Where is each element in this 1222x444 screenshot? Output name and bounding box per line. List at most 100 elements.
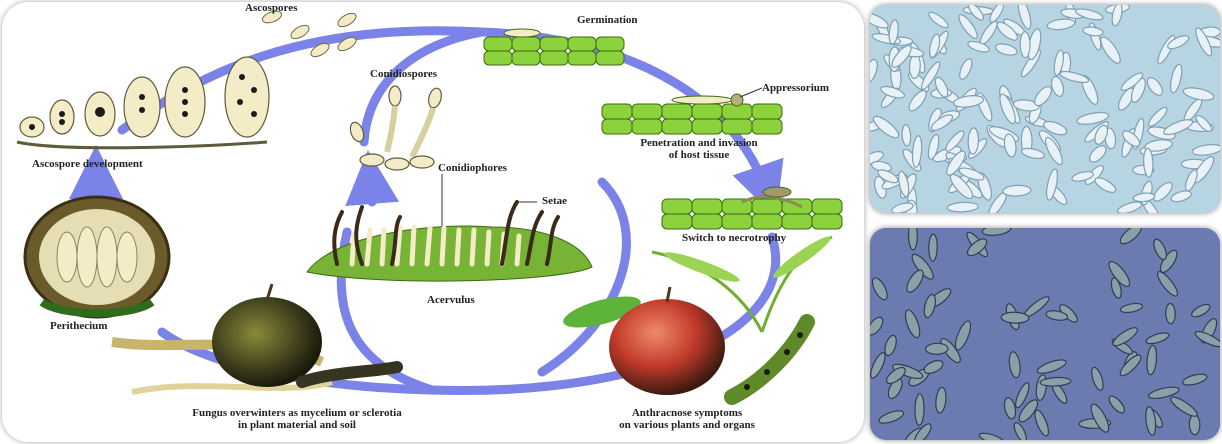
spore-cell [922, 293, 937, 318]
label-necrotrophy: Switch to necrotrophy [682, 232, 786, 244]
spore-cell [1097, 34, 1123, 66]
spore-cell [906, 88, 929, 114]
necrotrophy-cells [662, 187, 842, 229]
label-symptoms: Anthracnose symptoms on various plants a… [572, 407, 802, 431]
spore-cell [935, 387, 947, 414]
spore-cell [1165, 303, 1175, 324]
spore-cell [1012, 421, 1029, 440]
spores-micrograph-top [870, 5, 1220, 213]
label-overwinter-line1: Fungus overwinters as mycelium or sclero… [152, 407, 442, 419]
spore-cell [1088, 402, 1112, 435]
germination-cells [484, 29, 624, 65]
label-perithecium: Perithecium [50, 320, 107, 332]
label-setae: Setae [542, 195, 567, 207]
spore-cell [870, 58, 880, 85]
spore-cell [1155, 34, 1177, 66]
spore-cell [1047, 18, 1076, 31]
spore-cell [1146, 105, 1169, 129]
spores-photo-light-field [870, 5, 1220, 213]
spore-cell [870, 10, 890, 31]
spore-cell [925, 343, 948, 355]
spore-cell [1036, 357, 1068, 376]
spore-cell [1192, 143, 1220, 157]
spore-cell [908, 228, 917, 250]
spore-cell [915, 394, 925, 426]
spore-cell [1003, 397, 1018, 420]
spore-cell [1087, 22, 1103, 51]
spore-cell [1020, 32, 1030, 58]
label-germination: Germination [577, 14, 638, 26]
spore-cell [870, 315, 886, 338]
spore-cell [947, 202, 978, 213]
spore-cell [1001, 312, 1029, 324]
label-penetration-line2: of host tissue [614, 149, 784, 161]
spore-cell [1168, 63, 1184, 94]
label-penetration-line1: Penetration and invasion [614, 137, 784, 149]
spore-cell [1168, 394, 1199, 419]
spore-cell [1182, 86, 1215, 103]
spore-cell [1118, 228, 1145, 247]
label-overwinter: Fungus overwinters as mycelium or sclero… [152, 407, 442, 431]
spore-cell [1181, 372, 1207, 387]
asci-sequence [17, 57, 269, 148]
label-acervulus: Acervulus [427, 294, 475, 306]
spore-cell [1008, 351, 1022, 378]
spore-cell [901, 124, 911, 146]
label-conidiospores: Conidiospores [370, 68, 437, 80]
spore-cell [1075, 7, 1104, 22]
spore-cell [988, 5, 1006, 24]
label-symptoms-line2: on various plants and organs [572, 419, 802, 431]
spore-cell [870, 351, 888, 380]
label-appressorium: Appressorium [762, 82, 829, 94]
spore-cell [909, 54, 921, 79]
spore-cell [1082, 26, 1103, 37]
label-conidiophores: Conidiophores [438, 162, 507, 174]
spore-cell [911, 135, 923, 167]
life-cycle-diagram: Ascospores Germination Appressorium Pene… [2, 2, 864, 442]
spore-cell [1145, 75, 1166, 98]
spore-cell [982, 228, 1012, 237]
spore-cell [1020, 146, 1045, 160]
label-ascospores: Ascospores [245, 2, 297, 14]
spore-cell [968, 128, 979, 155]
spore-cell [1059, 69, 1090, 85]
spore-cell [870, 276, 890, 302]
spore-cell [1166, 33, 1191, 51]
spore-cell [1145, 331, 1170, 346]
spore-cell [928, 33, 942, 58]
conidiospores-group [348, 86, 443, 170]
spore-cell [897, 170, 911, 197]
spore-cell [1133, 192, 1155, 202]
spores-micrograph-bottom [870, 228, 1220, 440]
spore-cell [1120, 302, 1144, 314]
spore-cell [957, 57, 974, 81]
spore-cell [1190, 302, 1212, 319]
spore-cell [904, 268, 927, 295]
spore-cell [1089, 366, 1105, 391]
appressorium-pointer [740, 88, 762, 97]
spore-cell [1032, 84, 1055, 109]
spore-cell [1107, 394, 1127, 416]
spore-cell [1049, 75, 1065, 98]
spore-cell [1146, 345, 1158, 375]
label-symptoms-line1: Anthracnose symptoms [572, 407, 802, 419]
spore-cell [929, 234, 938, 261]
spore-cell [1151, 237, 1169, 261]
spores-photo-dark-field [870, 228, 1220, 440]
spore-cell [1032, 408, 1051, 437]
spore-cell [1116, 200, 1142, 213]
spore-cell [1035, 374, 1048, 401]
spore-cell [903, 308, 923, 339]
perithecium-group [25, 197, 169, 317]
symptom-plants [560, 232, 834, 397]
spore-cell [1087, 143, 1109, 165]
spore-cell [952, 319, 973, 351]
spore-cell [978, 431, 1006, 440]
acervulus-group [307, 202, 592, 281]
spore-cell [1189, 414, 1200, 435]
spore-cell [1003, 185, 1032, 197]
spore-cell [878, 408, 906, 426]
label-ascospore-development: Ascospore development [32, 158, 143, 170]
label-penetration: Penetration and invasion of host tissue [614, 137, 784, 161]
spore-cell [1155, 269, 1181, 298]
